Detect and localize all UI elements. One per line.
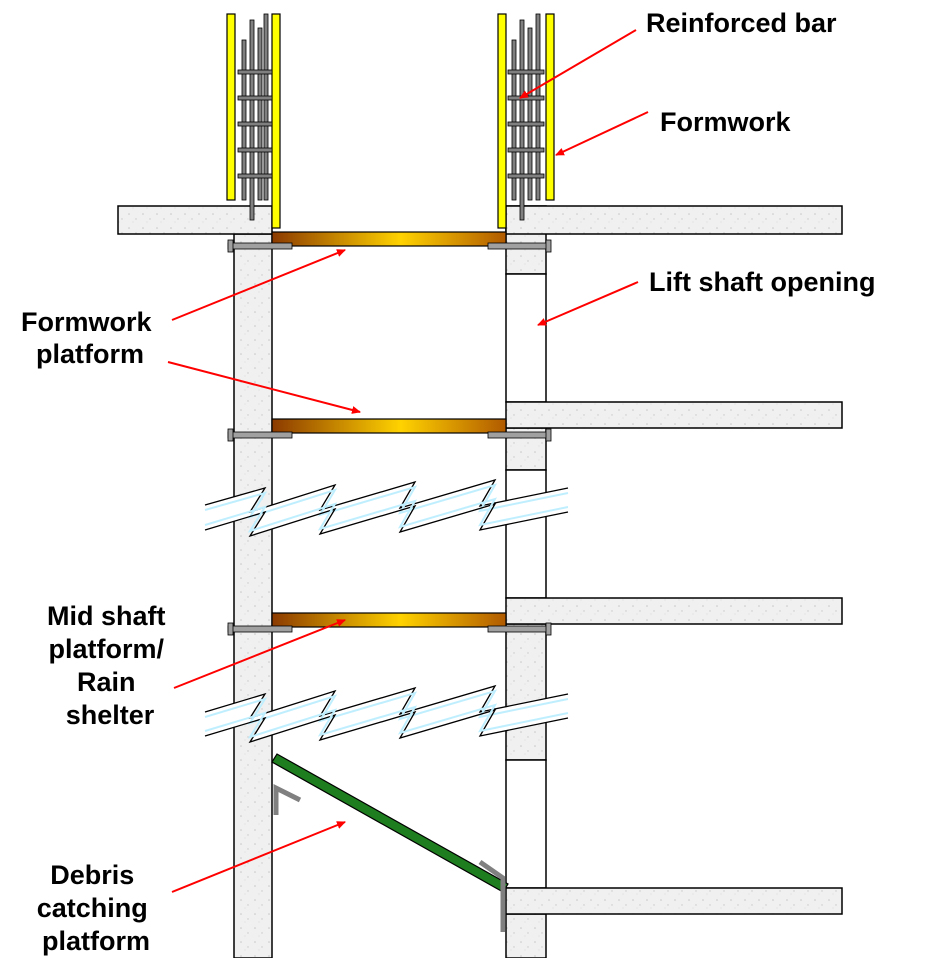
label-reinforced-bar: Reinforced bar bbox=[646, 8, 837, 38]
break-line-lower bbox=[204, 684, 569, 744]
label-debris-catching-platform: Debris catching platform bbox=[37, 860, 156, 956]
arrow-formwork bbox=[555, 111, 649, 156]
left-rebar-cage bbox=[237, 13, 273, 221]
platform-brackets-second bbox=[227, 428, 552, 442]
right-rebar-cage bbox=[507, 13, 545, 221]
label-formwork-platform: Formwork platform bbox=[21, 307, 159, 369]
arrow-formwork-platform-1 bbox=[171, 249, 346, 321]
arrow-debris-platform bbox=[171, 821, 346, 893]
left-formwork-outer bbox=[226, 13, 236, 201]
debris-bracket-right bbox=[478, 859, 506, 932]
slab-right-3 bbox=[505, 597, 843, 625]
label-formwork: Formwork bbox=[660, 107, 792, 137]
right-shaft-wall-mid-2 bbox=[505, 623, 547, 761]
right-formwork-outer bbox=[545, 13, 555, 201]
top-slab-right bbox=[505, 205, 843, 235]
mid-shaft-platform bbox=[271, 612, 507, 628]
formwork-platform-top bbox=[271, 231, 507, 247]
arrow-formwork-platform-2 bbox=[167, 361, 361, 414]
label-lift-shaft-opening: Lift shaft opening bbox=[649, 267, 875, 297]
slab-right-4 bbox=[505, 887, 843, 915]
top-slab-left bbox=[117, 205, 273, 235]
arrow-mid-shaft-platform bbox=[173, 619, 346, 689]
left-formwork-inner bbox=[271, 13, 281, 229]
right-shaft-wall-opening-3 bbox=[505, 759, 547, 889]
platform-brackets-mid bbox=[227, 622, 552, 636]
arrow-reinforced-bar bbox=[519, 29, 637, 99]
debris-catching-platform bbox=[271, 753, 509, 893]
platform-brackets-top bbox=[227, 239, 552, 253]
formwork-platform-second bbox=[271, 418, 507, 434]
left-shaft-wall bbox=[233, 233, 273, 958]
debris-bracket-left bbox=[273, 783, 302, 815]
arrow-lift-shaft-opening bbox=[537, 281, 639, 326]
right-formwork-inner bbox=[497, 13, 507, 229]
right-shaft-wall-opening-1 bbox=[505, 273, 547, 403]
right-shaft-wall-lower bbox=[505, 913, 547, 958]
label-mid-shaft-platform: Mid shaft platform/ Rain shelter bbox=[47, 601, 173, 730]
right-shaft-wall-opening-2 bbox=[505, 469, 547, 599]
break-line-upper bbox=[204, 478, 569, 538]
slab-right-2 bbox=[505, 401, 843, 429]
